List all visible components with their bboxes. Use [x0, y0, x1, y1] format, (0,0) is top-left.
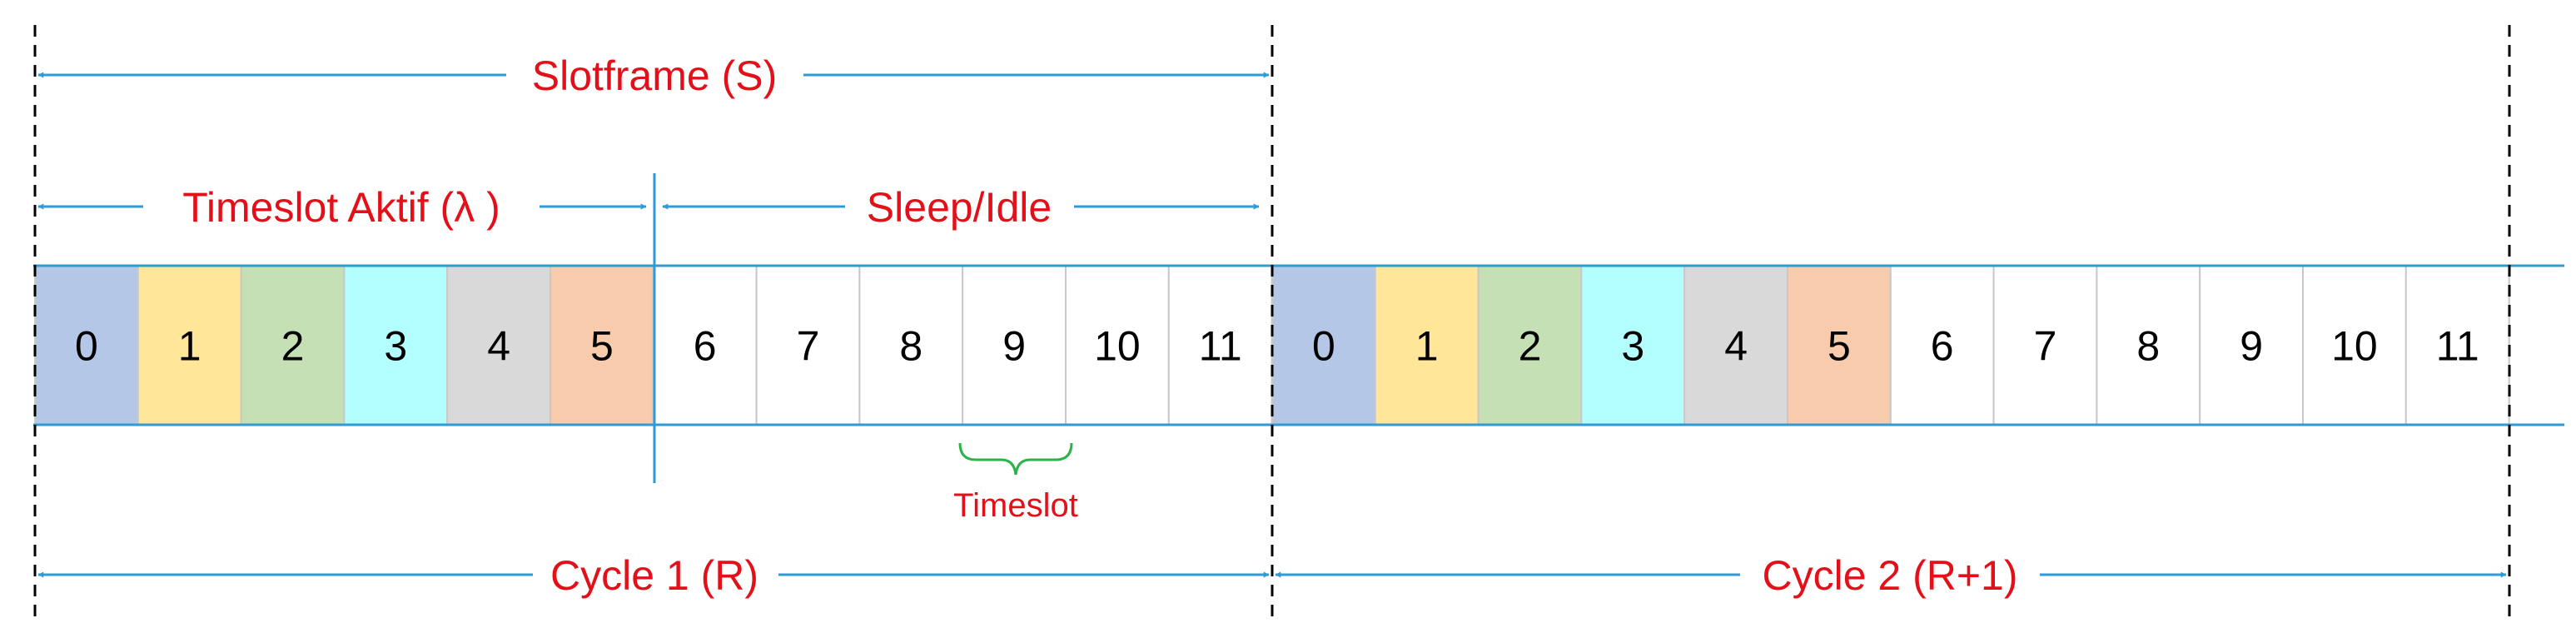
timeslot-cell — [2096, 265, 2201, 426]
sleep-idle-label: Sleep/Idle — [867, 184, 1052, 231]
timeslot-number: 6 — [694, 323, 717, 370]
timeslot-cell — [755, 265, 861, 426]
timeslot-number: 1 — [1415, 323, 1439, 370]
timeslot-number: 4 — [1724, 323, 1748, 370]
timeslot-number: 7 — [797, 323, 820, 370]
timeslot-number: 8 — [899, 323, 922, 370]
timeslot-cell — [1787, 265, 1892, 426]
cycle2-label: Cycle 2 (R+1) — [1762, 552, 2017, 599]
timeslot-cell — [2302, 265, 2407, 426]
timeslot-cells: 0 1 2 3 4 5 6 7 8 9 10 11 0 1 2 3 4 5 6 7 8 9 10 11 — [34, 265, 2510, 426]
timeslot-number: 9 — [2240, 323, 2263, 370]
timeslot-number: 5 — [1828, 323, 1851, 370]
timeslot-number: 1 — [178, 323, 201, 370]
timeslot-number: 0 — [75, 323, 98, 370]
timeslot-number: 9 — [1002, 323, 1026, 370]
timeslot-cell — [1374, 265, 1479, 426]
timeslot-cell — [34, 265, 139, 426]
timeslot-cell — [1477, 265, 1583, 426]
timeslot-number: 3 — [384, 323, 407, 370]
timeslot-cell — [1889, 265, 1995, 426]
timeslot-number: 8 — [2136, 323, 2160, 370]
timeslot-number: 5 — [590, 323, 614, 370]
timeslot-brace — [958, 442, 1073, 476]
cycle1-label: Cycle 1 (R) — [550, 552, 758, 599]
timeslot-number: 2 — [1519, 323, 1542, 370]
timeslot-label: Timeslot — [953, 487, 1078, 524]
slotframe-label: Slotframe (S) — [532, 52, 778, 99]
band-lines — [33, 264, 2564, 426]
timeslot-number: 7 — [2034, 323, 2057, 370]
timeslot-cell — [858, 265, 964, 426]
timeslot-number: 11 — [2436, 323, 2479, 370]
active-timeslot-label: Timeslot Aktif (λ ) — [182, 184, 500, 231]
timeslot-cell — [652, 265, 758, 426]
timeslot-cell — [2404, 265, 2510, 426]
timeslot-number: 4 — [487, 323, 510, 370]
timeslot-number: 2 — [281, 323, 305, 370]
timeslot-number: 11 — [1199, 323, 1242, 370]
timeslot-number: 0 — [1312, 323, 1335, 370]
timeslot-cell — [1683, 265, 1788, 426]
timeslot-number: 3 — [1621, 323, 1644, 370]
timeslot-number: 6 — [1931, 323, 1954, 370]
timeslot-number: 10 — [1094, 323, 1141, 370]
timeslot-number: 10 — [2331, 323, 2378, 370]
